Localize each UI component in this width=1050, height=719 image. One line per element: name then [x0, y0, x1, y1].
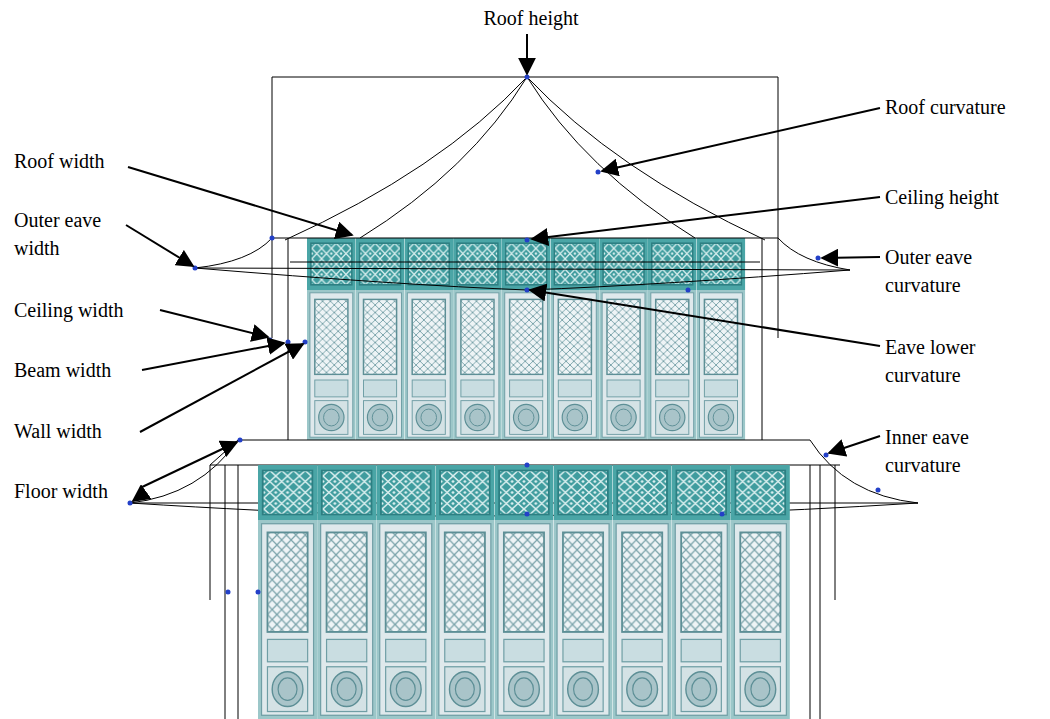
dimension-label: Outer eave curvature	[885, 243, 997, 299]
dimension-label: Eave lower curvature	[885, 333, 997, 389]
dimension-label: Ceiling width	[14, 296, 164, 324]
dimension-label: Wall width	[14, 417, 144, 445]
dimension-label: Roof width	[14, 147, 144, 175]
dimension-label: Inner eave curvature	[885, 423, 997, 479]
dimension-label: Ceiling height	[885, 183, 1045, 211]
dimension-label: Roof curvature	[885, 93, 1045, 121]
dimension-label: Roof height	[466, 4, 596, 32]
dimension-label: Floor width	[14, 477, 144, 505]
dimension-label: Outer eave width	[14, 206, 126, 262]
dimension-label: Beam width	[14, 356, 144, 384]
